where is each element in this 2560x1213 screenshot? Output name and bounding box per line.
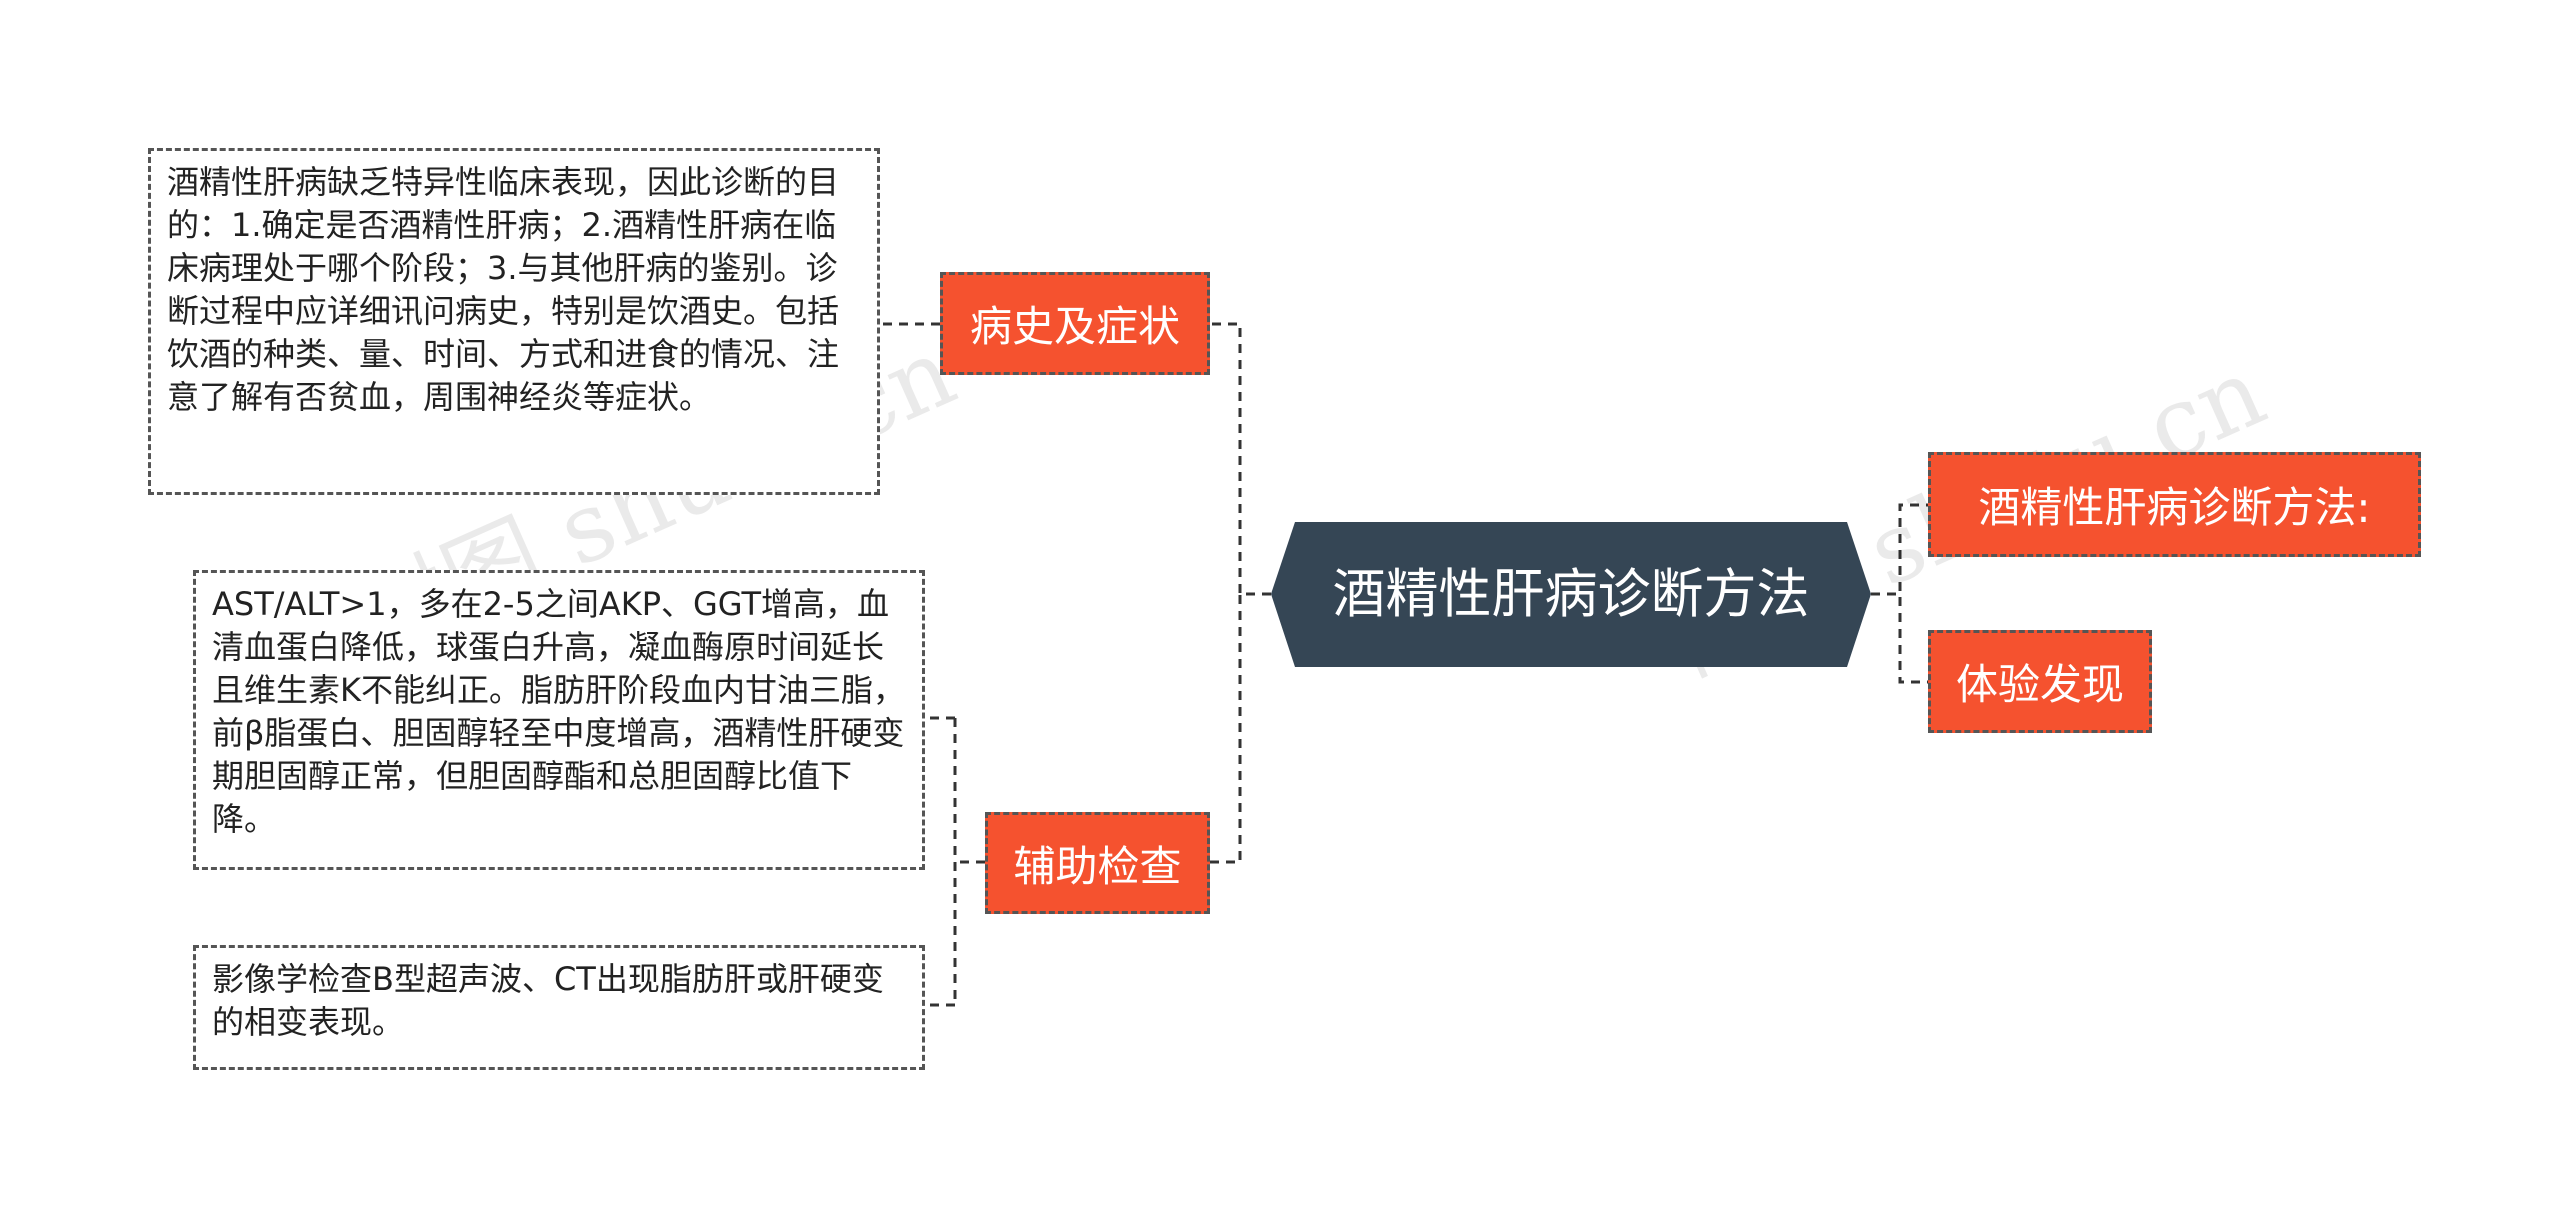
branch-diagnosis-method[interactable]: 酒精性肝病诊断方法:: [1928, 452, 2421, 557]
detail-history-text: 酒精性肝病缺乏特异性临床表现，因此诊断的目的：1.确定是否酒精性肝病；2.酒精性…: [148, 148, 880, 495]
branch-diagnosis-method-label: 酒精性肝病诊断方法:: [1978, 483, 2371, 532]
detail-imaging: 影像学检查B型超声波、CT出现脂肪肝或肝硬变的相变表现。: [193, 945, 925, 1070]
branch-physical-findings-label: 体验发现: [1955, 660, 2124, 709]
branch-history-label: 病史及症状: [969, 302, 1180, 351]
detail-history-content: 酒精性肝病缺乏特异性临床表现，因此诊断的目的：1.确定是否酒精性肝病；2.酒精性…: [167, 163, 840, 416]
detail-imaging-content: 影像学检查B型超声波、CT出现脂肪肝或肝硬变的相变表现。: [212, 960, 884, 1041]
connector-root-method: [1871, 503, 1928, 596]
connector-auxiliary-details: [925, 716, 985, 1007]
root-node-label: 酒精性肝病诊断方法: [1332, 564, 1810, 625]
root-node-shape: [1271, 522, 1871, 667]
connector-root-history: [1210, 322, 1271, 596]
branch-auxiliary-label: 辅助检查: [1013, 841, 1182, 891]
connector-root-physical: [1871, 592, 1928, 684]
branch-history[interactable]: 病史及症状: [940, 272, 1210, 375]
root-node[interactable]: 酒精性肝病诊断方法: [1271, 522, 1871, 667]
connector-root-auxiliary: [1210, 592, 1271, 864]
detail-lab-content: AST/ALT>1，多在2-5之间AKP、GGT增高，血清血蛋白降低，球蛋白升高…: [212, 585, 905, 838]
branch-physical-findings[interactable]: 体验发现: [1928, 630, 2152, 733]
branch-auxiliary[interactable]: 辅助检查: [985, 812, 1210, 914]
detail-lab-tests: AST/ALT>1，多在2-5之间AKP、GGT增高，血清血蛋白降低，球蛋白升高…: [193, 570, 925, 870]
